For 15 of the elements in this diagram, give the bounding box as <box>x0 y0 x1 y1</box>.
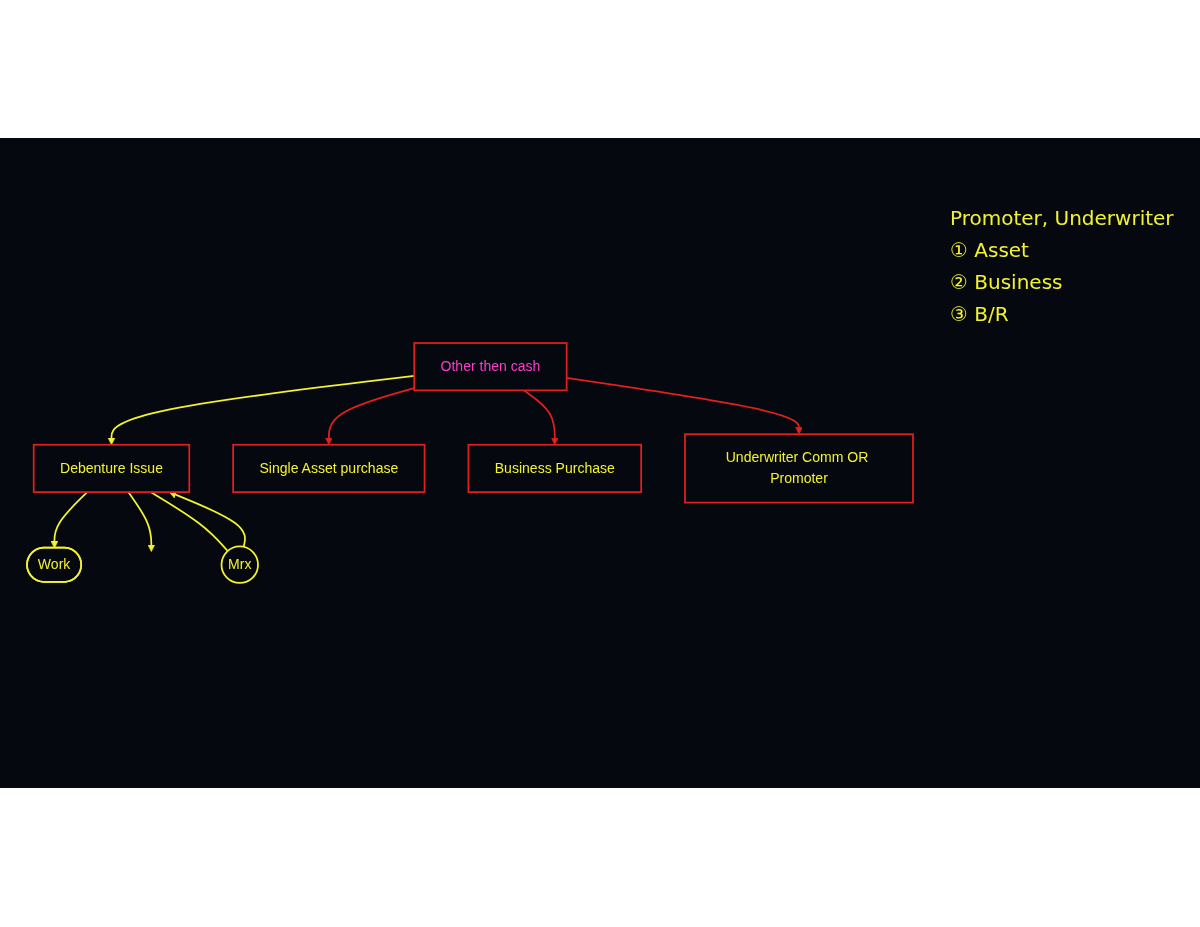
arrow <box>127 491 156 552</box>
note-text: ③ B/R <box>950 302 1010 326</box>
arrow <box>50 491 89 549</box>
node-box: Business Purchase <box>467 443 642 493</box>
note-text: Promoter, Underwriter <box>950 206 1175 230</box>
connector <box>149 491 229 552</box>
node-circle: Mrx <box>220 545 259 584</box>
node-box: Single Asset purchase <box>232 443 426 493</box>
node-box: Other then cash <box>413 342 568 392</box>
arrow <box>522 389 559 446</box>
note-text: ① Asset <box>950 238 1030 262</box>
arrow <box>168 491 246 548</box>
note-text: ② Business <box>950 270 1064 294</box>
node-box: Underwriter Comm OR Promoter <box>684 433 914 504</box>
node-box: Debenture Issue <box>32 443 191 493</box>
